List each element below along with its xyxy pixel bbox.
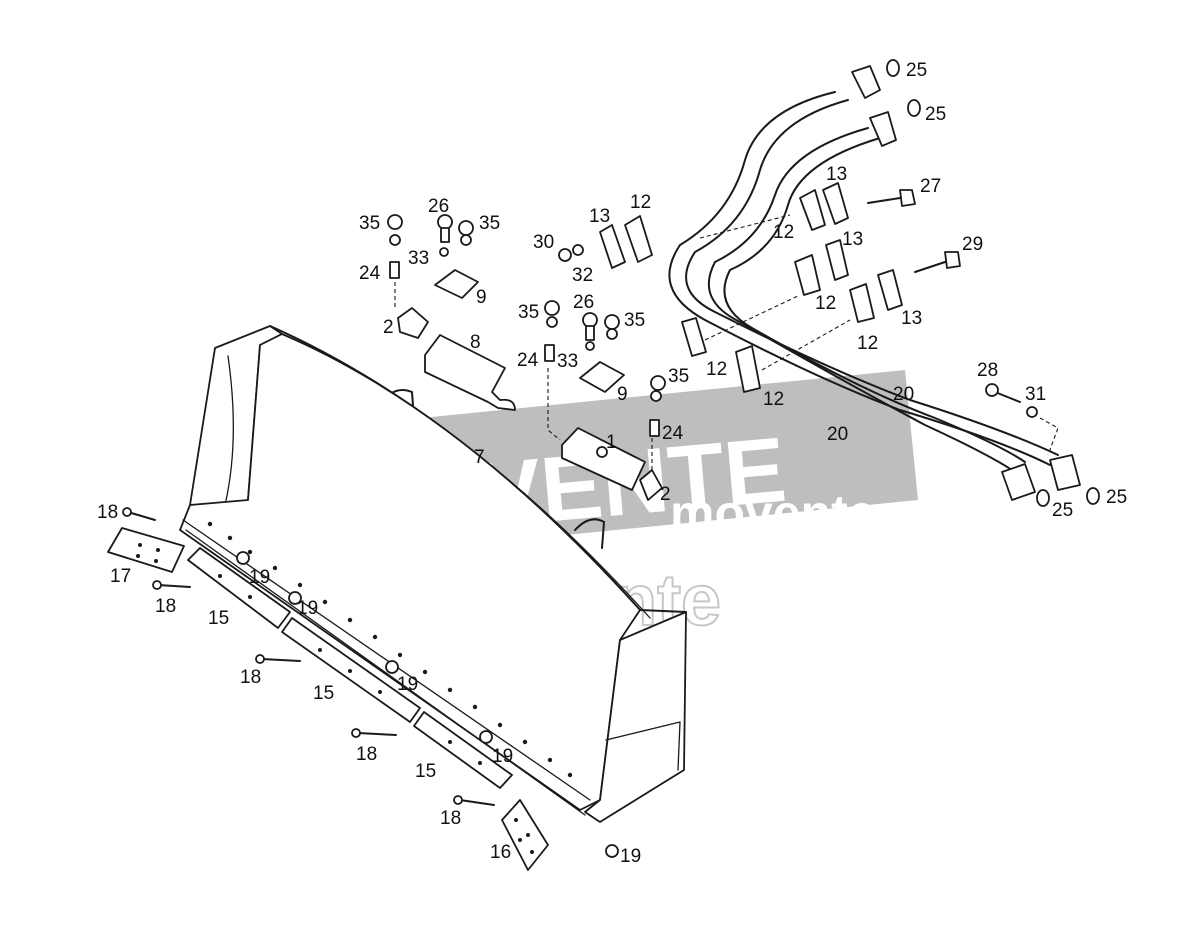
small-fasteners bbox=[387, 214, 666, 437]
label-part-16: 16 bbox=[490, 842, 511, 863]
long-bolts bbox=[699, 189, 1059, 456]
label-part-12: 12 bbox=[763, 389, 784, 410]
corner-plate-16 bbox=[501, 799, 549, 871]
block-1 bbox=[561, 427, 646, 491]
label-part-19: 19 bbox=[297, 598, 318, 619]
label-part-2: 2 bbox=[660, 484, 671, 505]
label-part-13: 13 bbox=[589, 206, 610, 227]
label-part-27: 27 bbox=[920, 176, 941, 197]
label-part-30: 30 bbox=[533, 232, 554, 253]
label-part-35: 35 bbox=[359, 213, 380, 234]
bucket-mount-ear-right bbox=[574, 518, 605, 549]
label-part-24: 24 bbox=[662, 423, 684, 444]
label-part-15: 15 bbox=[208, 608, 229, 629]
valve-blocks bbox=[394, 269, 663, 501]
label-part-18: 18 bbox=[440, 808, 461, 829]
nuts-19 bbox=[236, 551, 619, 858]
label-part-12: 12 bbox=[773, 222, 794, 243]
label-part-33: 33 bbox=[557, 351, 578, 372]
bracket-2-upper bbox=[397, 307, 429, 339]
watermark-site-small: movente.ru bbox=[670, 485, 940, 541]
label-part-25: 25 bbox=[925, 104, 946, 125]
corner-plate-17 bbox=[107, 527, 185, 573]
label-part-20: 20 bbox=[827, 424, 848, 445]
label-part-20: 20 bbox=[893, 384, 914, 405]
label-part-17: 17 bbox=[110, 566, 131, 587]
label-part-18: 18 bbox=[240, 667, 261, 688]
label-part-26: 26 bbox=[573, 292, 594, 313]
label-part-18: 18 bbox=[155, 596, 176, 617]
label-part-24: 24 bbox=[517, 350, 539, 371]
wear-plate-15-left bbox=[187, 547, 291, 629]
bracket-9-lower bbox=[579, 361, 625, 393]
label-part-24: 24 bbox=[359, 263, 381, 284]
label-part-31: 31 bbox=[1025, 384, 1046, 405]
label-part-25: 25 bbox=[906, 60, 927, 81]
label-part-18: 18 bbox=[97, 502, 118, 523]
label-part-26: 26 bbox=[428, 196, 449, 217]
bracket-9-upper bbox=[434, 269, 479, 299]
label-part-13: 13 bbox=[826, 164, 847, 185]
part-labels: 1 2 2 7 8 9 9 12 12 12 12 12 12 12 13 13… bbox=[97, 60, 1127, 867]
label-part-35: 35 bbox=[624, 310, 645, 331]
label-part-15: 15 bbox=[415, 761, 436, 782]
bucket-front-lip bbox=[179, 333, 641, 811]
label-part-35: 35 bbox=[479, 213, 500, 234]
label-part-9: 9 bbox=[617, 384, 628, 405]
bucket-blade bbox=[179, 325, 687, 823]
label-part-29: 29 bbox=[962, 234, 983, 255]
label-part-12: 12 bbox=[630, 192, 651, 213]
label-part-35: 35 bbox=[668, 366, 689, 387]
label-part-19: 19 bbox=[620, 846, 641, 867]
label-part-9: 9 bbox=[476, 287, 487, 308]
bucket-right-side bbox=[584, 611, 687, 823]
label-part-15: 15 bbox=[313, 683, 334, 704]
label-part-8: 8 bbox=[470, 332, 481, 353]
label-part-18: 18 bbox=[356, 744, 377, 765]
bolts-18 bbox=[122, 507, 495, 806]
label-part-25: 25 bbox=[1052, 500, 1073, 521]
label-part-28: 28 bbox=[977, 360, 998, 381]
label-part-25: 25 bbox=[1106, 487, 1127, 508]
block-8 bbox=[424, 334, 516, 411]
wear-plates bbox=[107, 527, 549, 871]
wear-plate-15-right bbox=[413, 711, 513, 789]
label-part-7: 7 bbox=[474, 447, 485, 468]
label-part-35: 35 bbox=[518, 302, 539, 323]
label-part-12: 12 bbox=[857, 333, 878, 354]
label-part-1: 1 bbox=[606, 432, 617, 453]
hydraulic-hoses-20 bbox=[668, 59, 1100, 507]
label-part-19: 19 bbox=[249, 567, 270, 588]
label-part-13: 13 bbox=[901, 308, 922, 329]
label-part-33: 33 bbox=[408, 248, 429, 269]
bracket-2-lower bbox=[639, 469, 663, 501]
label-part-2: 2 bbox=[383, 317, 394, 338]
label-part-12: 12 bbox=[815, 293, 836, 314]
hose-clamps bbox=[599, 182, 903, 393]
label-part-19: 19 bbox=[397, 674, 418, 695]
label-part-19: 19 bbox=[492, 746, 513, 767]
cutting-edge-holes bbox=[207, 521, 573, 778]
label-part-32: 32 bbox=[572, 265, 593, 286]
label-part-12: 12 bbox=[706, 359, 727, 380]
label-part-13: 13 bbox=[842, 229, 863, 250]
